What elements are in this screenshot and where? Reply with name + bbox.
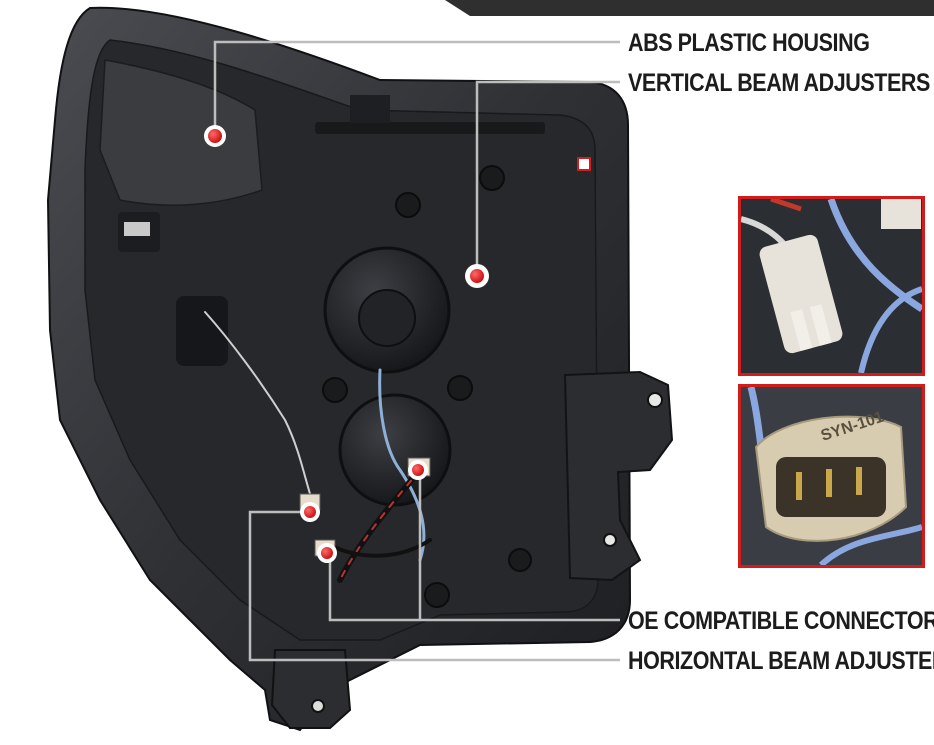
callout-abs-plastic-housing: ABS PLASTIC HOUSING (628, 29, 870, 57)
bracket-hole-lower (603, 533, 617, 547)
wiring-harness (204, 311, 432, 583)
callout-horizontal-beam-adjuster: HORIZONTAL BEAM ADJUSTER (628, 647, 934, 675)
mounting-bolts (322, 165, 532, 608)
housing-upper-dome (99, 59, 263, 206)
marker-abs-housing[interactable] (204, 125, 226, 147)
top-banner (445, 0, 934, 16)
left-side-clip (118, 212, 160, 252)
connector-inset-bottom: SYN-101 (738, 384, 925, 568)
lower-beam-cap (338, 393, 452, 507)
tab-hole (311, 699, 325, 713)
mounting-bracket-right (563, 370, 674, 582)
upper-beam-cap (323, 246, 451, 374)
marker-connector-upper[interactable] (408, 460, 428, 480)
marker-horizontal-beam-adjuster[interactable] (317, 543, 337, 563)
marker-connector-left[interactable] (300, 502, 320, 522)
left-socket (176, 296, 228, 366)
connector-inset-top (738, 196, 925, 376)
mounting-tab-bottom (270, 649, 352, 729)
callout-oe-compatible-connectors: OE COMPATIBLE CONNECTORS (628, 607, 934, 635)
callout-leader-lines (213, 40, 620, 662)
callout-vertical-beam-adjusters: VERTICAL BEAM ADJUSTERS (628, 69, 930, 97)
housing-marker (577, 157, 591, 171)
marker-vertical-beam-adjuster[interactable] (465, 264, 489, 288)
top-rail-clip (350, 95, 390, 123)
top-rail (315, 122, 545, 134)
oe-connector-plug: SYN-101 (754, 409, 908, 542)
bracket-hole (647, 392, 663, 408)
